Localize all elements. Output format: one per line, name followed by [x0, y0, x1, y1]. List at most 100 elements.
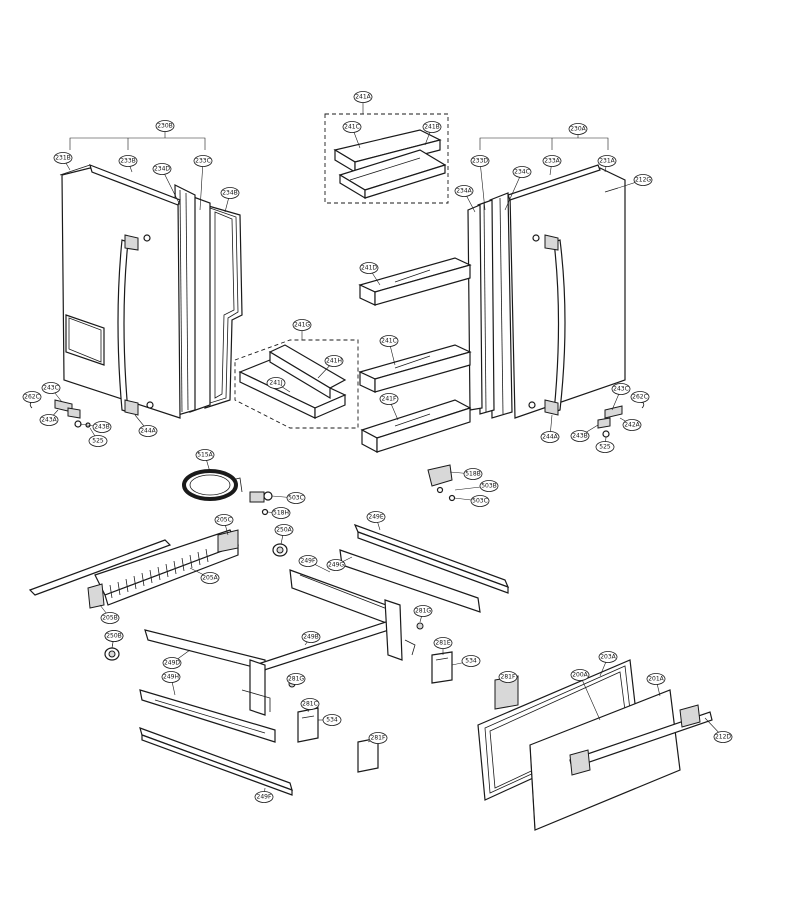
part-number-label: 212D	[715, 734, 731, 741]
part-bubble	[22, 391, 42, 403]
part-number-label: 262C	[24, 394, 40, 401]
part-bubble	[88, 435, 108, 447]
leader-line	[199, 160, 204, 211]
part-number-label: 234D	[154, 166, 170, 173]
part-bubble	[630, 391, 650, 403]
part-number-label: 234B	[222, 190, 238, 197]
part-number-label: 250B	[106, 633, 122, 640]
part-number-label: 233A	[544, 158, 560, 165]
part-bubble	[254, 791, 274, 803]
center-rail-assembly	[139, 523, 510, 796]
part-number-label: 281F	[501, 674, 516, 681]
part-bubble	[292, 319, 312, 331]
part-bubble	[470, 495, 490, 507]
part-bubble	[100, 612, 120, 624]
leader-line	[161, 168, 181, 206]
part-bubble	[597, 155, 617, 167]
drawer-rail-left	[28, 529, 239, 609]
part-number-label: 233D	[472, 158, 488, 165]
part-bubble	[368, 732, 388, 744]
freezer-drawer-assembly	[477, 659, 713, 831]
part-number-label: 233B	[120, 158, 136, 165]
rollers	[104, 543, 288, 661]
part-bubble	[274, 524, 294, 536]
part-number-label: 231B	[55, 155, 71, 162]
part-number-label: 249E	[368, 514, 383, 521]
part-bubble	[286, 673, 306, 685]
part-number-label: 200A	[572, 672, 588, 679]
part-number-label: 249F	[257, 794, 272, 801]
part-number-label: 281C	[302, 701, 318, 708]
part-number-label: 281E	[435, 640, 450, 647]
part-bubble	[353, 91, 373, 103]
part-number-label: 262C	[632, 394, 648, 401]
part-bubble	[598, 651, 618, 663]
part-bubble	[454, 185, 474, 197]
part-bubble	[359, 262, 379, 274]
part-bubble	[622, 419, 642, 431]
left-door-assembly	[59, 164, 243, 419]
part-number-label: 205B	[102, 615, 118, 622]
part-number-label: 281F	[371, 735, 386, 742]
part-number-label: 230B	[157, 123, 173, 130]
part-bubble	[324, 355, 344, 367]
part-bubble	[53, 152, 73, 164]
part-bubble	[92, 421, 112, 433]
part-bubble	[152, 163, 172, 175]
part-number-label: 241F	[382, 396, 397, 403]
part-number-label: 525	[599, 444, 611, 451]
part-bubble	[161, 671, 181, 683]
part-bubble	[286, 492, 306, 504]
part-number-label: 249F	[301, 558, 316, 565]
part-number-label: 503B	[481, 483, 497, 490]
left-bin-group	[234, 339, 359, 429]
part-number-label: 249D	[164, 660, 180, 667]
part-number-label: 241A	[355, 94, 371, 101]
part-number-label: 503C	[472, 498, 488, 505]
part-number-label: 231A	[599, 158, 615, 165]
part-bubble	[433, 637, 453, 649]
part-bubble	[633, 174, 653, 186]
part-number-label: 241C	[381, 338, 397, 345]
small-connector-right	[427, 464, 456, 502]
part-bubble	[326, 559, 346, 571]
part-number-label: 525	[92, 438, 104, 445]
group-bracket	[69, 137, 206, 150]
part-bubble	[512, 166, 532, 178]
part-bubble	[298, 555, 318, 567]
part-bubble	[138, 425, 158, 437]
part-number-label: 534	[326, 717, 338, 724]
part-number-label: 241C	[344, 124, 360, 131]
part-bubble	[461, 655, 481, 667]
part-number-label: 250A	[276, 527, 292, 534]
part-number-label: 233C	[195, 158, 211, 165]
part-bubble	[379, 335, 399, 347]
part-number-label: 281G	[288, 676, 304, 683]
part-bubble	[41, 382, 61, 394]
part-number-label: 243A	[41, 417, 57, 424]
part-number-label: 281G	[415, 608, 431, 615]
part-bubble	[379, 393, 399, 405]
part-number-label: 203A	[600, 654, 616, 661]
upper-bin-group	[324, 113, 449, 204]
part-number-label: 242A	[624, 422, 640, 429]
part-bubble	[195, 449, 215, 461]
part-bubble	[200, 572, 220, 584]
part-number-label: 249H	[163, 674, 179, 681]
part-bubble	[39, 414, 59, 426]
part-number-label: 515A	[197, 452, 213, 459]
part-number-label: 249B	[303, 634, 319, 641]
part-number-label: 212G	[635, 177, 651, 184]
group-bracket	[479, 137, 609, 150]
part-bubble	[422, 121, 442, 133]
part-bubble	[570, 430, 590, 442]
part-bubble	[498, 671, 518, 683]
part-number-label: 249G	[328, 562, 344, 569]
part-number-label: 241D	[361, 265, 377, 272]
leader-line	[479, 160, 486, 211]
part-bubble	[162, 657, 182, 669]
part-bubble	[713, 731, 733, 743]
part-number-label: 234A	[456, 188, 472, 195]
